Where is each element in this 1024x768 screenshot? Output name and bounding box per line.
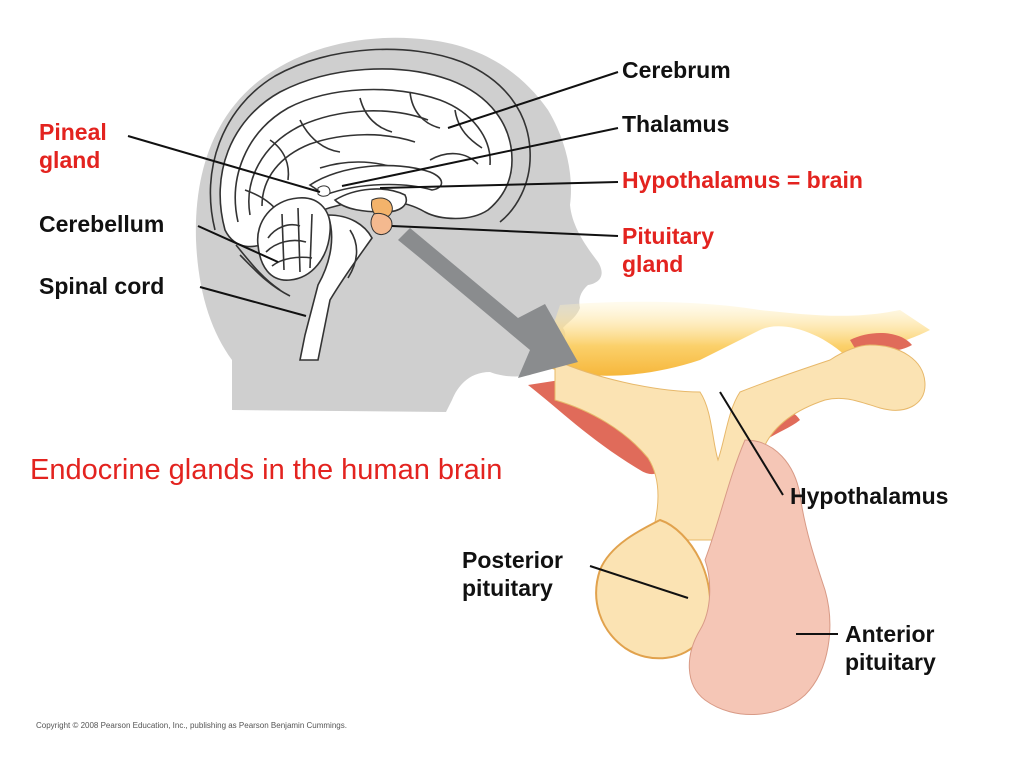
diagram-caption: Endocrine glands in the human brain — [30, 454, 503, 486]
label-pineal-line1: Pineal — [39, 119, 107, 145]
label-anterior-line1: Anterior — [845, 621, 935, 647]
label-pituitary-line2: gland — [622, 251, 684, 277]
brain — [209, 48, 531, 361]
label-pineal-line2: gland — [39, 147, 101, 173]
leader-lines — [127, 71, 838, 635]
label-pituitary-gland: Pituitary gland — [622, 222, 714, 278]
label-cerebrum: Cerebrum — [622, 57, 731, 83]
enlarged-hypothalamus-pituitary — [528, 301, 930, 716]
label-thalamus: Thalamus — [622, 111, 730, 137]
label-posterior-line1: Posterior — [462, 547, 563, 573]
pineal-mark — [317, 185, 331, 197]
copyright-notice: Copyright © 2008 Pearson Education, Inc.… — [36, 721, 347, 730]
small-pituitary — [370, 213, 393, 235]
label-posterior-pituitary: Posterior pituitary — [462, 546, 563, 602]
label-pineal-gland: Pineal gland — [39, 118, 107, 174]
label-hypothalamus-brain: Hypothalamus = brain — [622, 167, 863, 193]
label-spinal-cord: Spinal cord — [39, 273, 165, 299]
label-cerebellum: Cerebellum — [39, 211, 165, 237]
label-pituitary-line1: Pituitary — [622, 223, 715, 249]
label-anterior-line2: pituitary — [845, 649, 936, 675]
label-anterior-pituitary: Anterior pituitary — [845, 620, 936, 676]
label-posterior-line2: pituitary — [462, 575, 553, 601]
label-hypothalamus: Hypothalamus — [790, 483, 949, 509]
zoom-arrow-icon — [398, 228, 578, 378]
